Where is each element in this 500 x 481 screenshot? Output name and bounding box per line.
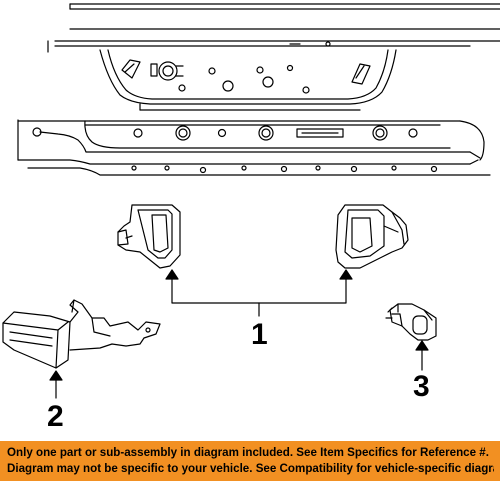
license-lamp-right <box>335 204 409 269</box>
disclaimer-line-1: Only one part or sub-assembly in diagram… <box>7 446 489 459</box>
part3-leader-arrow <box>415 340 429 371</box>
callout-part-3: 3 <box>413 370 430 403</box>
license-lamp-left <box>117 204 181 269</box>
part2-leader-arrow <box>49 370 63 399</box>
rear-bumper-fascia <box>17 119 491 176</box>
part1-leader-lines <box>165 269 353 317</box>
callout-part-2: 2 <box>47 400 64 433</box>
disclaimer-banner: Only one part or sub-assembly in diagram… <box>0 441 500 481</box>
disclaimer-line-2: Diagram may not be specific to your vehi… <box>7 462 494 475</box>
lamp-socket <box>385 303 437 341</box>
exploded-parts-diagram <box>2 3 500 399</box>
trunk-lid-panel <box>47 3 500 111</box>
callout-part-1: 1 <box>251 318 268 351</box>
license-lamp-bracket <box>2 299 161 369</box>
